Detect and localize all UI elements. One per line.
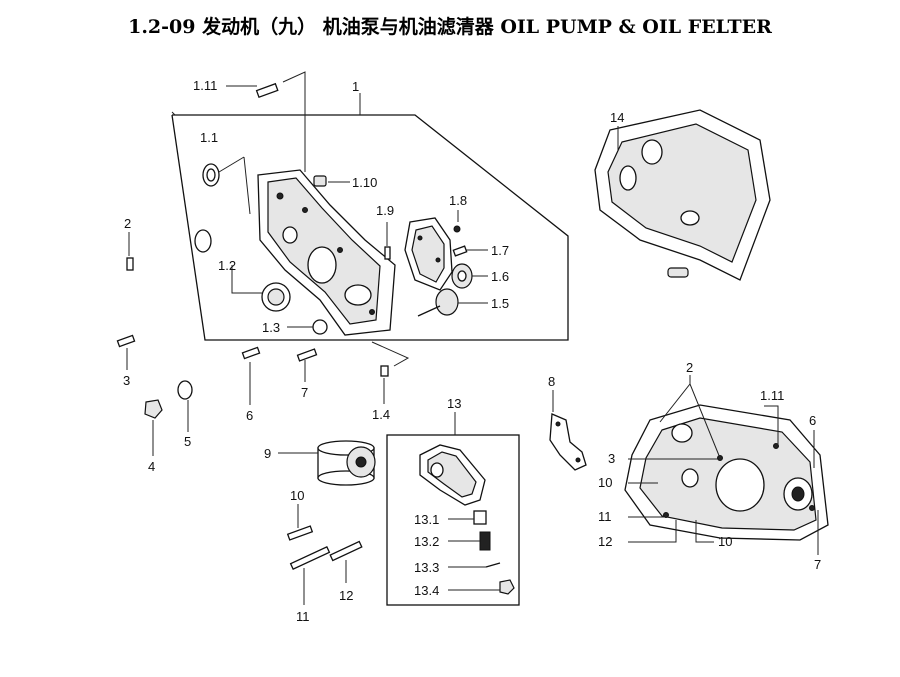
oil-pump-housing xyxy=(257,169,396,336)
label-7-right: 7 xyxy=(814,557,821,572)
bolt-12 xyxy=(329,540,363,583)
label-11-right: 11 xyxy=(598,509,612,524)
gear-1-6 xyxy=(451,263,488,289)
front-view-assembly xyxy=(624,375,829,555)
label-1-1: 1.1 xyxy=(200,130,218,145)
bolt-3-left xyxy=(116,334,136,370)
bolt-1-7 xyxy=(452,245,488,257)
label-10-bottom: 10 xyxy=(290,488,304,503)
label-1-2: 1.2 xyxy=(218,258,236,273)
label-1-10: 1.10 xyxy=(352,175,377,190)
plug-13-4 xyxy=(448,579,515,595)
label-3-left: 3 xyxy=(123,373,130,388)
plug-4 xyxy=(144,399,163,456)
label-1-9: 1.9 xyxy=(376,203,394,218)
label-11-bottom: 11 xyxy=(296,609,310,624)
bolt-2-left xyxy=(126,232,134,271)
label-3-right: 3 xyxy=(608,451,615,466)
screw-1-8 xyxy=(453,210,461,233)
label-1: 1 xyxy=(352,79,359,94)
seal-1-2 xyxy=(231,265,291,312)
label-10-right-a: 10 xyxy=(598,475,612,490)
o-ring-cover xyxy=(194,229,212,253)
oil-strainer-frame xyxy=(386,412,520,606)
label-13-1: 13.1 xyxy=(414,512,439,527)
pin-13-3 xyxy=(448,562,501,568)
label-13-2: 13.2 xyxy=(414,534,439,549)
label-1-6: 1.6 xyxy=(491,269,509,284)
oil-filter-9 xyxy=(278,440,376,486)
label-13-3: 13.3 xyxy=(414,560,439,575)
page-title: 1.2-09 发动机（九） 机油泵与机油滤清器 OIL PUMP & OIL F… xyxy=(128,16,772,38)
dowel-pin-1-10 xyxy=(313,175,350,187)
label-1-7: 1.7 xyxy=(491,243,509,258)
seal-1-3 xyxy=(287,319,328,335)
label-1-11-top: 1.11 xyxy=(193,78,217,93)
bolt-1-11 xyxy=(226,71,306,172)
label-9: 9 xyxy=(264,446,271,461)
bolt-11 xyxy=(289,545,331,605)
plunger-13-1 xyxy=(448,510,487,525)
label-1-5: 1.5 xyxy=(491,296,509,311)
label-6-right: 6 xyxy=(809,413,816,428)
label-6-left: 6 xyxy=(246,408,253,423)
label-2-left: 2 xyxy=(124,216,131,231)
label-12-right: 12 xyxy=(598,534,612,549)
label-1-11-right: 1.11 xyxy=(760,388,784,403)
label-13: 13 xyxy=(447,396,461,411)
label-7-left: 7 xyxy=(301,385,308,400)
bolt-10 xyxy=(286,504,314,541)
label-1-4: 1.4 xyxy=(372,407,390,422)
oil-pump-assembly-frame xyxy=(171,93,569,341)
label-4: 4 xyxy=(148,459,155,474)
seal-ring-1-1 xyxy=(202,156,251,215)
label-2-right: 2 xyxy=(686,360,693,375)
engine-gasket-14 xyxy=(594,109,771,281)
strainer-13 xyxy=(419,444,486,506)
bolt-6-left xyxy=(241,346,261,405)
label-14: 14 xyxy=(610,110,624,125)
spring-13-2 xyxy=(448,531,491,551)
pump-cover-plate xyxy=(404,217,453,291)
o-ring-5 xyxy=(177,380,193,432)
label-12-bottom: 12 xyxy=(339,588,353,603)
shaft-gear-1-5 xyxy=(417,288,488,317)
label-8: 8 xyxy=(548,374,555,389)
label-5: 5 xyxy=(184,434,191,449)
bolt-1-4 xyxy=(371,341,410,404)
label-1-3: 1.3 xyxy=(262,320,280,335)
label-1-8: 1.8 xyxy=(449,193,467,208)
label-10-right-b: 10 xyxy=(718,534,732,549)
label-13-4: 13.4 xyxy=(414,583,439,598)
bracket-8 xyxy=(549,390,587,471)
bolt-7-left xyxy=(296,348,318,382)
pin-1-9 xyxy=(384,222,391,260)
